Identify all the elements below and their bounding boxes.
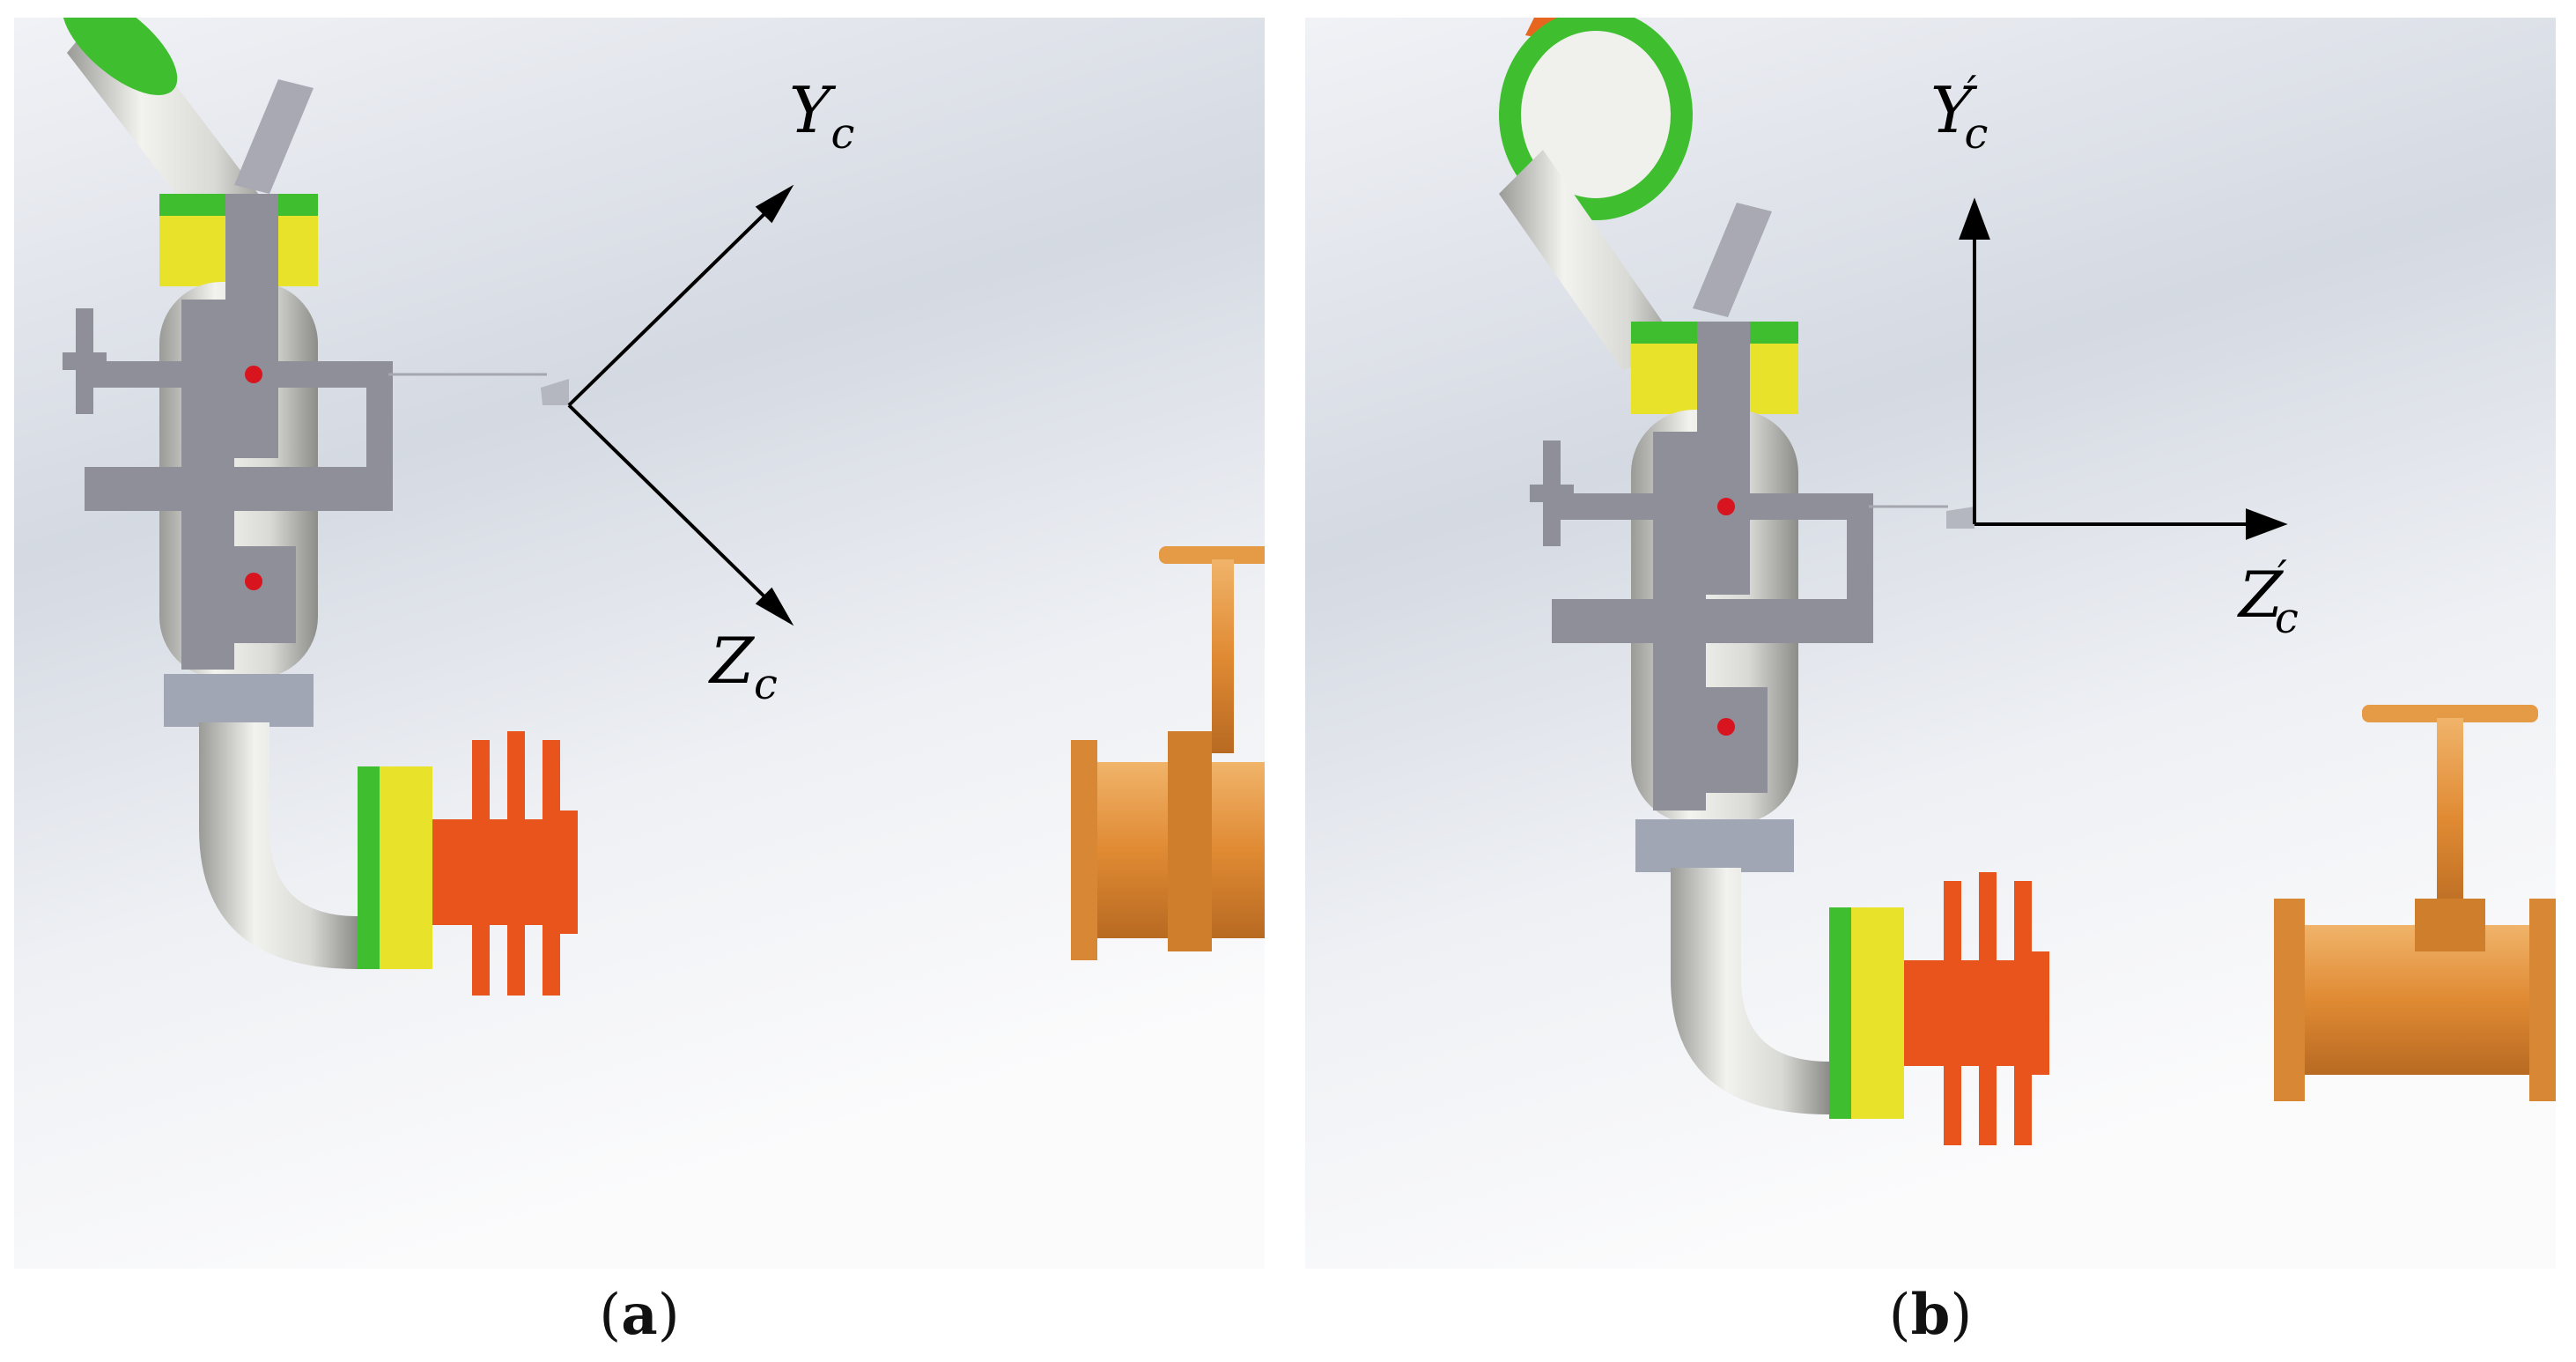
lower-collar xyxy=(1635,819,1794,872)
elbow-pipe xyxy=(1671,868,1829,1114)
axis-arrows xyxy=(567,184,794,626)
axis-label-yc: Yc xyxy=(789,73,854,159)
coupling-green xyxy=(1829,907,1851,1119)
caption-a: (a) xyxy=(599,1282,680,1348)
panel-b-illustration: Y′c Z′c xyxy=(1305,18,2556,1269)
red-pin-lower xyxy=(245,573,262,590)
panel-a-illustration: Yc Zc xyxy=(14,18,1265,1269)
axis-label-zc-prime: Z′c xyxy=(2237,551,2299,643)
camera-lens xyxy=(1946,507,1974,529)
zc-axis-line xyxy=(567,403,773,605)
panel-a: Yc Zc xyxy=(14,18,1265,1269)
coupling-yellow xyxy=(380,766,432,969)
orange-connector xyxy=(1904,872,2049,1145)
axis-arrows xyxy=(1959,197,2288,540)
red-pin-upper xyxy=(1717,498,1735,515)
upper-arm-pipe xyxy=(1499,18,1772,370)
upper-arm-pipe xyxy=(62,18,314,247)
zc-arrowhead xyxy=(755,587,794,626)
yc-axis-line xyxy=(567,205,773,407)
gray-frame xyxy=(1530,322,1873,811)
zc-prime-arrowhead xyxy=(2246,508,2288,540)
panel-b: Y′c Z′c xyxy=(1305,18,2556,1269)
caption-b: (b) xyxy=(1888,1282,1973,1348)
axis-label-yc-prime: Y′c xyxy=(1930,67,1988,159)
valve-assembly xyxy=(1071,546,1265,960)
coupling-green xyxy=(358,766,380,969)
orange-connector xyxy=(432,731,578,996)
background xyxy=(1305,18,2556,1269)
axis-label-zc: Zc xyxy=(708,624,778,709)
coupling-yellow xyxy=(1851,907,1904,1119)
red-pin-upper xyxy=(245,366,262,383)
red-pin-lower xyxy=(1717,718,1735,736)
camera-lens xyxy=(541,379,569,405)
yc-arrowhead xyxy=(755,184,794,224)
yc-prime-arrowhead xyxy=(1959,197,1990,240)
valve-assembly xyxy=(2274,705,2556,1101)
elbow-pipe xyxy=(199,722,358,969)
lower-collar xyxy=(164,674,314,727)
gray-frame xyxy=(63,194,393,670)
